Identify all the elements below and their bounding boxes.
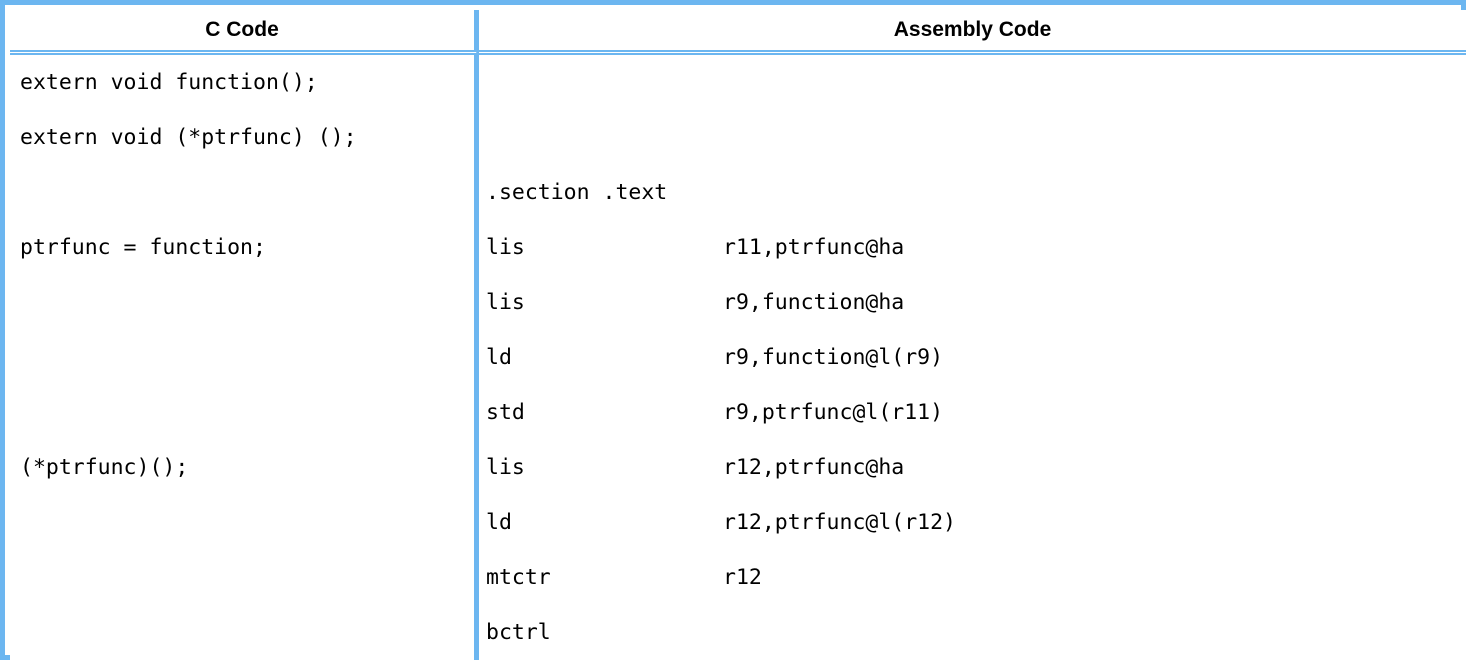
assembly-operand: r9,function@l(r9) bbox=[723, 345, 944, 370]
assembly-code-line: bctrl bbox=[486, 605, 723, 660]
assembly-code-line: std r9,ptrfunc@l(r11) bbox=[486, 385, 943, 440]
assembly-operand: r12 bbox=[723, 565, 762, 590]
assembly-mnemonic: mtctr bbox=[486, 565, 551, 590]
code-comparison-table: C Code Assembly Code extern void functio… bbox=[10, 10, 1466, 660]
assembly-mnemonic: lis bbox=[486, 455, 525, 480]
assembly-operand: r11,ptrfunc@ha bbox=[723, 235, 905, 260]
table-header: C Code Assembly Code bbox=[10, 10, 1466, 55]
column-header-assembly-code: Assembly Code bbox=[479, 10, 1466, 55]
assembly-mnemonic: .section .text bbox=[486, 180, 668, 205]
assembly-mnemonic: ld bbox=[486, 345, 512, 370]
table-row: extern void function(); extern void (*ptr… bbox=[10, 55, 1466, 660]
c-code-line: extern void function(); bbox=[20, 70, 318, 95]
c-code-line: extern void (*ptrfunc) (); bbox=[20, 125, 357, 150]
column-header-c-code: C Code bbox=[10, 10, 479, 55]
assembly-code-line: mtctr r12 bbox=[486, 550, 762, 605]
assembly-code-block: .section .text lis r11,ptrfunc@ha lis r9,fun… bbox=[479, 55, 1466, 651]
assembly-code-line: ld r9,function@l(r9) bbox=[486, 330, 943, 385]
cell-assembly-code: .section .text lis r11,ptrfunc@ha lis r9,fun… bbox=[479, 55, 1466, 660]
assembly-mnemonic: bctrl bbox=[486, 620, 551, 645]
assembly-operand: r12,ptrfunc@ha bbox=[723, 455, 905, 480]
c-code-block: extern void function(); extern void (*ptr… bbox=[10, 55, 474, 651]
header-row: C Code Assembly Code bbox=[10, 10, 1466, 55]
cell-c-code: extern void function(); extern void (*ptr… bbox=[10, 55, 479, 660]
assembly-mnemonic: lis bbox=[486, 290, 525, 315]
assembly-code-line: lis r9,function@ha bbox=[486, 275, 904, 330]
assembly-code-line: lis r12,ptrfunc@ha bbox=[486, 440, 904, 495]
assembly-mnemonic: lis bbox=[486, 235, 525, 260]
assembly-operand: r9,function@ha bbox=[723, 290, 905, 315]
assembly-code-line: .section .text bbox=[486, 165, 723, 220]
assembly-mnemonic: std bbox=[486, 400, 525, 425]
assembly-mnemonic: ld bbox=[486, 510, 512, 535]
assembly-code-line: ld r12,ptrfunc@l(r12) bbox=[486, 495, 956, 550]
assembly-code-line: lis r11,ptrfunc@ha bbox=[486, 220, 904, 275]
assembly-operand: r12,ptrfunc@l(r12) bbox=[723, 510, 956, 535]
table-body: extern void function(); extern void (*ptr… bbox=[10, 55, 1466, 660]
c-code-line: ptrfunc = function; bbox=[20, 235, 266, 260]
c-code-line: (*ptrfunc)(); bbox=[20, 455, 189, 480]
assembly-operand: r9,ptrfunc@l(r11) bbox=[723, 400, 944, 425]
